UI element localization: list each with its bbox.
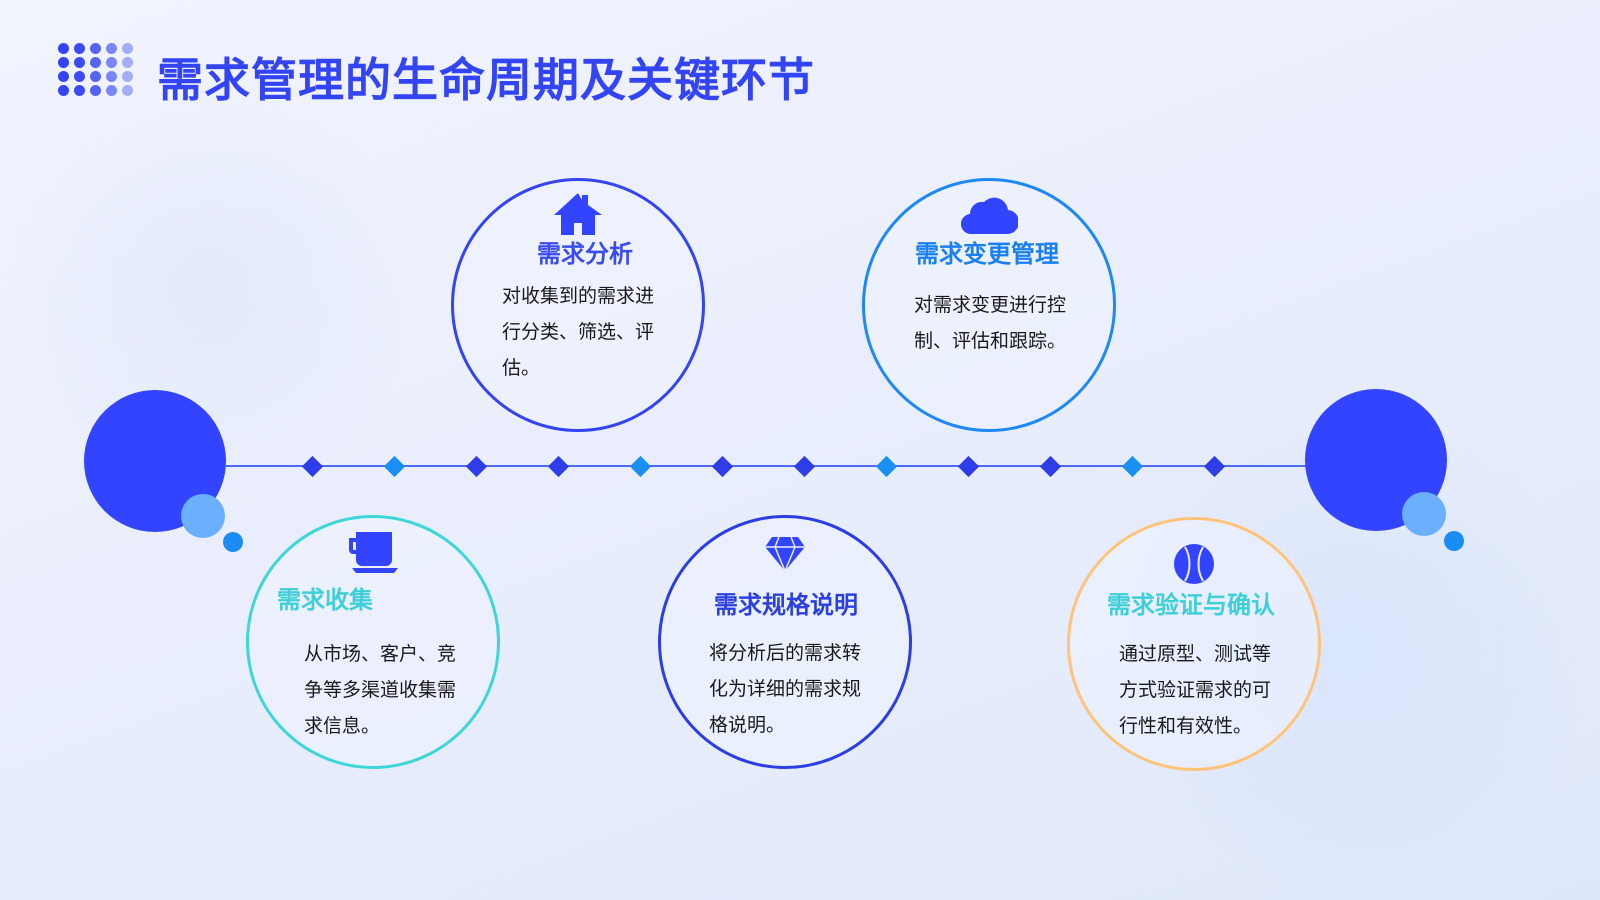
left-big-circle — [84, 390, 226, 532]
stage-desc: 将分析后的需求转化为详细的需求规格说明。 — [709, 642, 862, 736]
ball-icon — [1174, 544, 1214, 584]
right-big-circle — [1305, 389, 1447, 531]
dots-decoration — [58, 43, 134, 96]
cup-icon — [349, 532, 398, 573]
timeline-diamond — [957, 455, 980, 478]
diamond-icon — [765, 536, 805, 573]
left-dot — [223, 532, 243, 552]
timeline-diamond — [1203, 455, 1226, 478]
right-small-circle — [1402, 492, 1446, 536]
page-title: 需求管理的生命周期及关键环节 — [157, 53, 815, 107]
timeline-diamond — [465, 455, 488, 478]
timeline-line — [226, 465, 1306, 467]
stage-desc: 通过原型、测试等方式验证需求的可行性和有效性。 — [1119, 643, 1272, 737]
bg-blob — [0, 80, 420, 500]
stage-title: 需求变更管理 — [915, 240, 1059, 268]
stage-desc: 对需求变更进行控制、评估和跟踪。 — [914, 294, 1067, 352]
house-icon — [554, 193, 602, 235]
timeline-diamond — [629, 455, 652, 478]
stage-desc: 对收集到的需求进行分类、筛选、评估。 — [502, 285, 655, 379]
left-small-circle — [181, 494, 225, 538]
timeline-diamond — [1039, 455, 1062, 478]
stage-title: 需求规格说明 — [714, 591, 858, 619]
stage-desc: 从市场、客户、竞争等多渠道收集需求信息。 — [304, 643, 457, 737]
stage-title: 需求分析 — [537, 240, 633, 268]
timeline-diamond — [793, 455, 816, 478]
cloud-icon — [961, 197, 1018, 235]
timeline-diamond — [1121, 455, 1144, 478]
right-dot — [1444, 531, 1464, 551]
timeline-diamond — [301, 455, 324, 478]
stage-title: 需求验证与确认 — [1107, 591, 1275, 619]
timeline-diamond — [875, 455, 898, 478]
stage-title: 需求收集 — [277, 586, 373, 614]
timeline-diamond — [383, 455, 406, 478]
timeline-diamond — [711, 455, 734, 478]
timeline-diamond — [547, 455, 570, 478]
